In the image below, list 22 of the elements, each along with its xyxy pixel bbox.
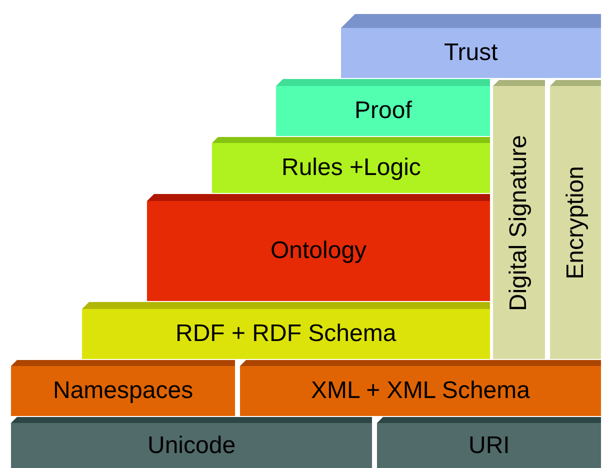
layer-block xyxy=(493,80,545,359)
layer-block xyxy=(276,79,490,136)
layer-block xyxy=(147,194,490,301)
layer-label: Digital Signature xyxy=(505,134,533,311)
layer-block xyxy=(377,417,601,468)
layer-block xyxy=(82,302,490,359)
layer-label: RDF + RDF Schema xyxy=(176,320,396,348)
layer-label: Ontology xyxy=(270,237,367,265)
layer-block xyxy=(212,137,490,193)
layer-label: Unicode xyxy=(148,432,236,460)
layer-label: Encryption xyxy=(562,166,590,280)
layer-block xyxy=(341,14,601,78)
layer-label: Namespaces xyxy=(53,377,194,405)
layer-block xyxy=(11,360,235,416)
layer-label: Proof xyxy=(354,97,412,125)
layer-label: Rules +Logic xyxy=(282,154,421,182)
layer-label: URI xyxy=(468,432,510,460)
layer-label: XML + XML Schema xyxy=(311,377,530,405)
layer-block xyxy=(550,80,601,359)
layer-block xyxy=(240,360,601,416)
layer-label: Trust xyxy=(444,39,498,67)
layer-block xyxy=(11,417,372,468)
